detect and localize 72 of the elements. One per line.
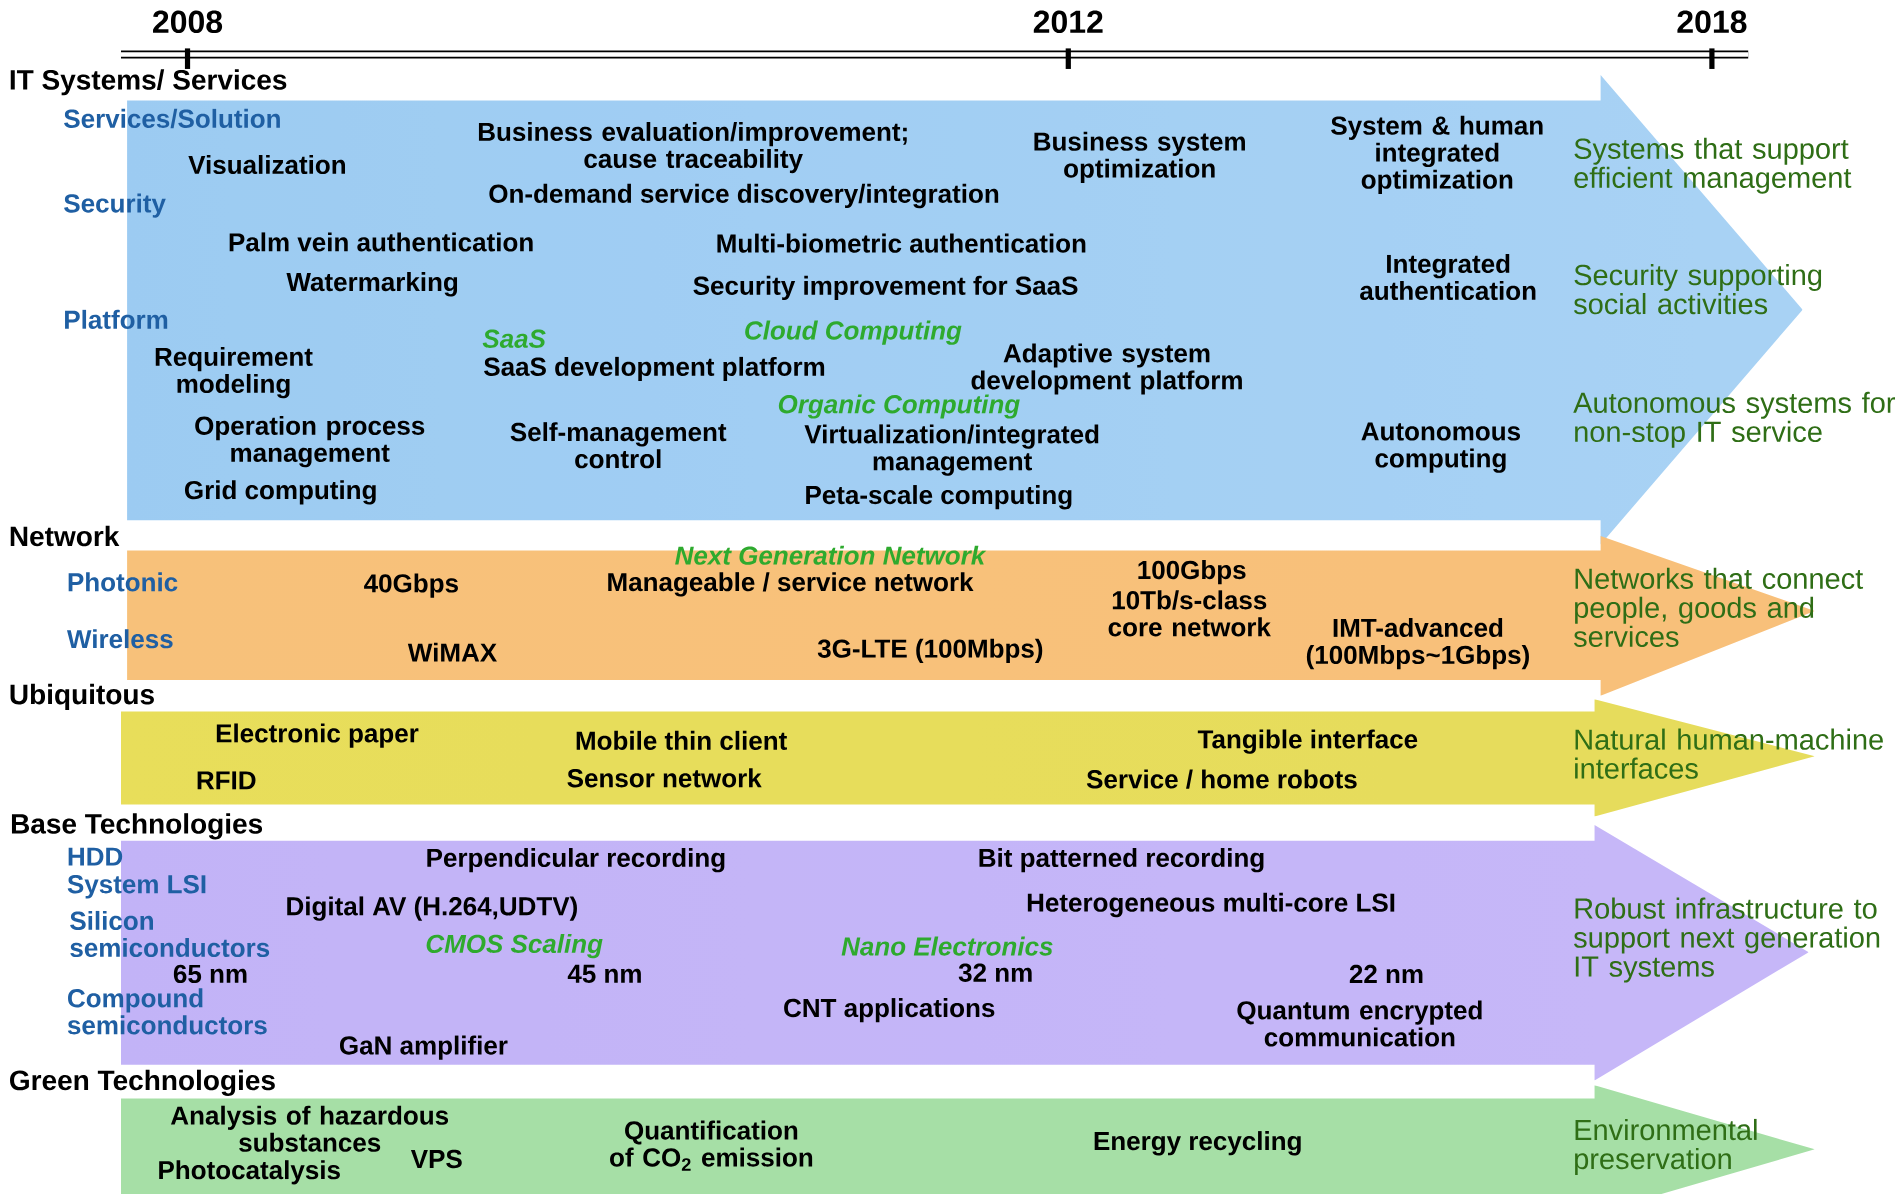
technology-label: Photocatalysis [159,1160,340,1185]
technology-label: 100Gbps [1138,560,1246,585]
goal-text: Environmental preservation [1575,1118,1757,1175]
technology-label: WiMAX [407,642,497,662]
program-label: Cloud Computing [745,320,962,345]
technology-label: GaN amplifier [340,1035,508,1060]
year-label: 2008 [153,10,223,34]
technology-label: Quantification of CO$_{2}$ emission [610,1120,813,1171]
technology-label: CNT applications [784,998,995,1023]
goal-text: Systems that support efficient management [1574,137,1852,194]
category-label: Security [64,193,166,218]
technology-label: 45 nm [567,964,641,983]
technology-label: Business evaluation/improvement; cause traceability [478,121,907,174]
goal-text: Autonomous systems for non-stop IT service [1573,391,1895,448]
category-label: Platform [65,309,168,329]
section-heading: Network [10,525,120,547]
technology-label: Self-management control [510,422,727,469]
technology-label: Sensor network [567,768,762,788]
technology-label: Peta-scale computing [806,485,1072,510]
technology-label: Visualization [188,154,345,175]
category-label: HDD [68,847,123,866]
technology-label: Mobile thin client [576,730,787,750]
technology-label: IMT-advanced (100Mbps~1Gbps) [1306,617,1529,670]
technology-label: Quantum encrypted communication [1237,1000,1482,1047]
technology-label: Digital AV (H.264,UDTV) [287,896,577,921]
technology-label: Multi-biometric authentication [717,233,1086,253]
category-label: Silicon semiconductors [70,910,270,957]
category-label: Compound semiconductors [67,988,267,1035]
program-label: Organic Computing [778,394,1020,419]
technology-label: On-demand service discovery/integration [489,183,999,209]
program-label: Nano Electronics [841,936,1053,956]
technology-label: Heterogeneous multi-core LSI [1027,892,1395,918]
section-heading: Base Technologies [11,813,263,840]
technology-label: Integrated authentication [1360,253,1536,301]
technology-label: 65 nm [173,964,247,984]
technology-label: VPS [410,1149,462,1169]
technology-label: RFID [197,771,256,790]
technology-label: Requirement modeling [155,346,313,399]
technology-label: Electronic paper [216,723,419,748]
technology-label: Tangible interface [1197,729,1418,754]
year-label: 2018 [1677,10,1747,34]
technology-label: Palm vein authentication [229,232,533,252]
section-heading: Green Technologies [10,1069,275,1096]
technology-label: 32 nm [958,963,1032,982]
technology-label: 3G-LTE (100Mbps) [817,638,1043,663]
technology-label: 22 nm [1349,964,1423,983]
section-heading: Ubiquitous [10,683,154,710]
technology-label: Security improvement for SaaS [693,275,1078,300]
section-heading: IT Systems/ Services [10,69,287,96]
technology-label: Watermarking [286,272,458,297]
technology-label: Adaptive system development platform [971,343,1242,395]
technology-label: Energy recycling [1094,1131,1301,1156]
technology-label: Autonomous computing [1361,422,1520,473]
technology-label: SaaS development platform [484,356,825,382]
program-label: Next Generation Network [675,545,987,565]
goal-text: Robust infrastructure to support next generation IT systems [1574,897,1880,983]
technology-label: System & human integrated optimization [1331,115,1543,194]
technology-label: Virtualization/integrated management [804,424,1099,476]
technology-label: Service / home robots [1086,769,1357,789]
technology-label: Business system optimization [1034,131,1245,183]
technology-label: Operation process management [195,415,425,468]
year-label: 2012 [1033,10,1103,34]
program-label: CMOS Scaling [426,933,603,959]
technology-label: Grid computing [185,480,376,505]
category-label: System LSI [67,875,206,899]
technology-label: Perpendicular recording [427,847,725,873]
technology-label: Manageable / service network [608,572,974,597]
technology-label: Bit patterned recording [979,847,1264,873]
technology-label: 40Gbps [364,573,458,598]
technology-label: 10Tb/s-class core network [1108,590,1271,637]
goal-text: Security supporting social activities [1574,263,1822,315]
program-label: SaaS [482,329,546,348]
